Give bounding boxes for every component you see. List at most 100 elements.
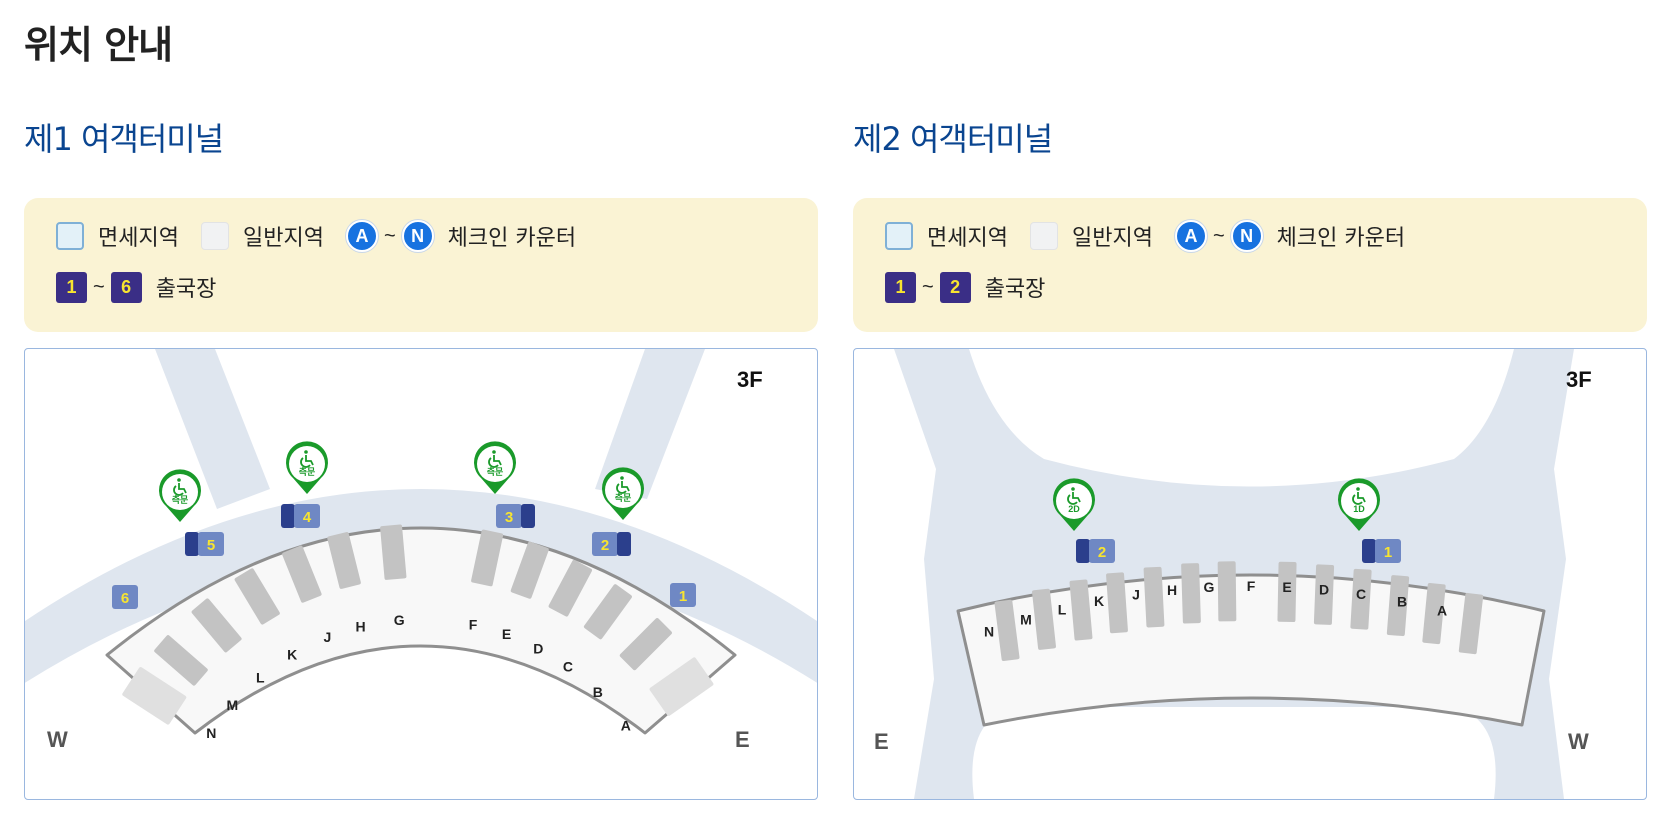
counter-letter-C: C xyxy=(563,659,573,675)
departure-gate-1[interactable]: 1 xyxy=(1362,539,1401,563)
counter-letter-B: B xyxy=(1397,593,1407,609)
departure-label: 출국장 xyxy=(155,277,217,302)
counter-block-M[interactable] xyxy=(153,634,208,686)
counter-block-G[interactable] xyxy=(1217,561,1237,622)
gate-box xyxy=(1375,539,1401,563)
accessible-entrance-pin[interactable]: 측문 xyxy=(158,469,201,522)
gate-badge-from: 1 xyxy=(56,271,87,303)
counter-block-D[interactable] xyxy=(548,559,593,617)
counter-block-H[interactable] xyxy=(1181,563,1201,624)
counter-letter-C: C xyxy=(1356,586,1366,602)
counter-letter-H: H xyxy=(1167,582,1177,598)
page-title: 위치 안내 xyxy=(24,23,173,67)
floor-label: 3F xyxy=(1566,367,1592,392)
counter-block-K[interactable] xyxy=(1106,572,1128,634)
departure-gate-6[interactable]: 6 xyxy=(112,585,138,609)
counter-letter-F: F xyxy=(1247,578,1256,594)
general-area-swatch xyxy=(200,222,229,250)
counter-block-A[interactable] xyxy=(649,657,714,717)
departure-gate-4[interactable]: 4 xyxy=(281,504,320,528)
counter-block-D[interactable] xyxy=(1350,568,1372,630)
counter-letter-K: K xyxy=(287,647,297,663)
accessible-entrance-pin[interactable]: 1D xyxy=(1338,478,1380,531)
direction-east: E xyxy=(874,729,889,754)
wheelchair-icon xyxy=(300,450,314,468)
departure-gate-2[interactable]: 2 xyxy=(592,532,631,556)
checkin-badge-to: N xyxy=(401,220,434,252)
gate-box xyxy=(1089,539,1115,563)
terminal2-title: 제2 여객터미널 xyxy=(853,120,1053,158)
gate-number: 3 xyxy=(505,509,513,526)
terminal1-title: 제1 여객터미널 xyxy=(24,120,224,158)
counter-letter-E: E xyxy=(1282,579,1291,595)
gate-box xyxy=(670,583,696,607)
counter-block-N[interactable] xyxy=(122,666,187,725)
general-area-swatch xyxy=(1029,222,1058,250)
gate-door xyxy=(521,504,535,528)
counter-letter-G: G xyxy=(1204,579,1215,595)
floor-label: 3F xyxy=(737,367,763,392)
wheelchair-icon xyxy=(1067,487,1081,505)
counter-block-L[interactable] xyxy=(1069,579,1093,641)
direction-west: W xyxy=(47,727,68,752)
counter-block-C[interactable] xyxy=(583,583,633,640)
counter-letter-L: L xyxy=(1058,602,1067,618)
pin-face xyxy=(289,446,325,482)
terminal1-legend: 면세지역 일반지역 A ~ N 체크인 카운터 1 ~ 6 출국장 xyxy=(24,198,818,332)
counter-block-J[interactable] xyxy=(282,545,323,603)
counter-letter-E: E xyxy=(502,626,511,642)
gate-door xyxy=(281,504,295,528)
gate-badge-from: 1 xyxy=(885,271,916,303)
gate-box xyxy=(496,504,522,528)
counter-block-M[interactable] xyxy=(1032,588,1056,650)
gate-door xyxy=(617,532,631,556)
accessible-entrance-pin[interactable]: 측문 xyxy=(474,441,516,494)
departure-gate-1[interactable]: 1 xyxy=(670,583,696,607)
counter-block-A[interactable] xyxy=(1458,592,1484,655)
counter-block-B[interactable] xyxy=(619,617,673,671)
accessible-entrance-pin[interactable]: 2D xyxy=(1053,478,1095,531)
direction-east: E xyxy=(735,727,750,752)
tilde: ~ xyxy=(383,224,396,247)
pin-text: 측문 xyxy=(299,466,316,477)
departure-label: 출국장 xyxy=(984,277,1046,302)
accessible-entrance-pin[interactable]: 측문 xyxy=(286,441,329,494)
counter-letter-F: F xyxy=(469,616,478,632)
legend-row-gates: 1 ~ 6 출국장 xyxy=(56,270,216,304)
counter-block-H[interactable] xyxy=(327,532,361,590)
counter-block-C[interactable] xyxy=(1386,575,1410,637)
counter-block-E[interactable] xyxy=(510,541,549,599)
counter-block-J[interactable] xyxy=(1143,566,1165,628)
counter-letter-A: A xyxy=(1437,603,1447,619)
departure-gate-2[interactable]: 2 xyxy=(1076,539,1115,563)
counter-block-F[interactable] xyxy=(1277,561,1297,623)
counter-block-K[interactable] xyxy=(234,568,281,626)
departure-gate-3[interactable]: 3 xyxy=(496,504,535,528)
gate-box xyxy=(592,532,618,556)
counter-block-F[interactable] xyxy=(471,529,504,587)
terminal1-gates: 1 2 3 4 5 6 xyxy=(112,504,696,609)
gate-number: 2 xyxy=(1098,544,1106,561)
counter-block-N[interactable] xyxy=(994,599,1020,662)
terminal2-legend: 면세지역 일반지역 A ~ N 체크인 카운터 1 ~ 2 출국장 xyxy=(853,198,1647,332)
counter-letter-H: H xyxy=(355,618,365,634)
departure-gate-5[interactable]: 5 xyxy=(185,532,224,556)
counter-block-L[interactable] xyxy=(191,598,243,654)
counter-block-G[interactable] xyxy=(380,524,407,580)
pin-face xyxy=(605,472,641,508)
pin-face xyxy=(1056,483,1092,519)
gate-number: 2 xyxy=(601,537,609,554)
terminal2-pins: 2D 1D xyxy=(1053,478,1380,531)
pin-face xyxy=(162,474,198,510)
accessible-entrance-pin[interactable]: 측문 xyxy=(602,467,644,520)
counter-block-E[interactable] xyxy=(1313,564,1335,625)
gate-box xyxy=(198,532,224,556)
legend-row-areas: 면세지역 일반지역 A ~ N 체크인 카운터 xyxy=(885,219,1405,253)
counter-block-B[interactable] xyxy=(1422,583,1446,645)
